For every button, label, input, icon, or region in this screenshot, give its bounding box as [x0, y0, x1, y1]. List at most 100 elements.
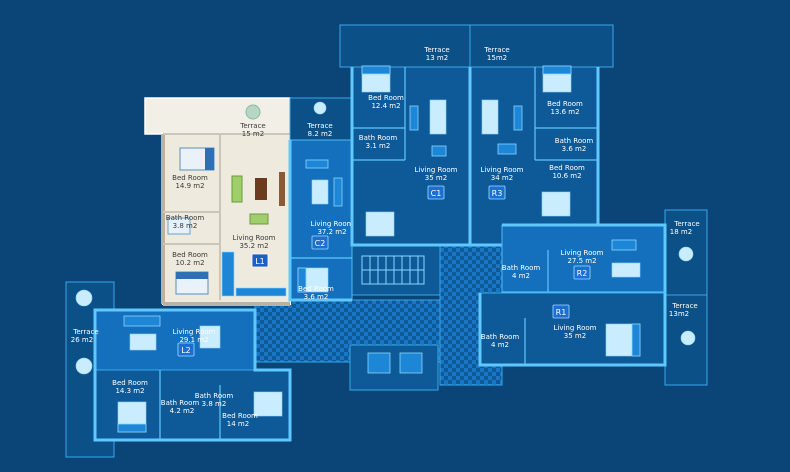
sofa-icon — [305, 159, 343, 207]
unit-badge-l1[interactable]: L1 — [251, 253, 269, 268]
room-name: Bed Room — [172, 251, 208, 259]
room-area: 4 m2 — [491, 341, 509, 349]
room-area: 18 m2 — [670, 228, 692, 236]
room-area: 15m2 — [487, 54, 507, 62]
room-area: 34 m2 — [491, 174, 513, 182]
room-area: 14 m2 — [227, 420, 249, 428]
room-area: 12.4 m2 — [371, 102, 400, 110]
room-name: Living Room — [561, 249, 604, 257]
room-area: 15 m2 — [242, 130, 264, 138]
room-name: Living Room — [173, 328, 216, 336]
room-area: 4.2 m2 — [170, 407, 195, 415]
room-area: 35.2 m2 — [239, 242, 268, 250]
room-name: Terrace — [72, 328, 98, 336]
room-name: Terrace — [483, 46, 509, 54]
room-name: Bath Room — [481, 333, 520, 341]
bed-icon — [179, 147, 215, 171]
kitchen-icon — [221, 251, 287, 297]
room-name: Bed Room — [112, 379, 148, 387]
unit-c1[interactable]: Terrace 13 m2 Bed Room 12.4 m2 Bath Room… — [339, 24, 472, 247]
room-area: 35 m2 — [564, 332, 586, 340]
room-name: Living Room — [554, 324, 597, 332]
sofa-icon — [481, 99, 523, 155]
unit-r3[interactable]: Terrace 15m2 Bed Room 13.6 m2 Bath Room … — [468, 24, 614, 247]
unit-l1[interactable]: Terrace 15 m2 Bed Room 14.9 m2 Bath Room… — [144, 97, 291, 306]
room-area: 13 m2 — [426, 54, 448, 62]
svg-text:C2: C2 — [315, 239, 326, 248]
unit-badge-c1[interactable]: C1 — [427, 185, 445, 200]
bed-icon — [365, 211, 395, 237]
plant-icon — [75, 289, 93, 375]
room-area: 4 m2 — [512, 272, 530, 280]
room-name: Living Room — [233, 234, 276, 242]
room-area: 10.6 m2 — [552, 172, 581, 180]
room-area: 13.6 m2 — [550, 108, 579, 116]
room-name: Bed Room — [298, 285, 334, 293]
svg-text:R2: R2 — [577, 269, 588, 278]
room-name: Bed Room — [549, 164, 585, 172]
bed-icon — [175, 271, 209, 295]
bed-icon — [297, 267, 329, 293]
room-name: Terrace — [671, 302, 697, 310]
plant-icon — [680, 330, 696, 346]
room-name: Terrace — [306, 122, 332, 130]
room-name: Bath Room — [502, 264, 541, 272]
room-name: Bath Room — [166, 214, 205, 222]
room-name: Terrace — [673, 220, 699, 228]
svg-text:L2: L2 — [181, 346, 191, 355]
room-name: Living Room — [415, 166, 458, 174]
room-area: 8.2 m2 — [308, 130, 333, 138]
sofa-icon — [123, 315, 221, 351]
svg-text:C1: C1 — [431, 189, 442, 198]
room-name: Bed Room — [368, 94, 404, 102]
unit-l2[interactable]: Terrace 26 m2 Living Room 29.1 m2 Bed Ro… — [65, 281, 292, 458]
room-name: Terrace — [423, 46, 449, 54]
room-name: Bed Room — [547, 100, 583, 108]
bathtub-icon — [167, 217, 191, 235]
room-area: 35 m2 — [425, 174, 447, 182]
room-area: 13m2 — [669, 310, 689, 318]
room-name: Living Room — [481, 166, 524, 174]
room-name: Terrace — [239, 122, 265, 130]
bed-icon — [117, 391, 283, 433]
unit-badge-r3[interactable]: R3 — [488, 185, 506, 200]
room-area: 27.5 m2 — [567, 257, 596, 265]
unit-r1[interactable]: Terrace 13m2 Living Room 35 m2 Bath Room… — [478, 292, 708, 386]
elevator-block — [349, 344, 439, 391]
sofa-icon — [231, 172, 285, 225]
room-area: 3.8 m2 — [173, 222, 198, 230]
room-area: 29.1 m2 — [179, 336, 208, 344]
unit-badge-l2[interactable]: L2 — [177, 342, 195, 357]
elevator-icon — [367, 352, 423, 374]
room-name: Living Room — [311, 220, 354, 228]
room-name: Bed Room — [222, 412, 258, 420]
plant-icon — [678, 246, 694, 262]
room-name: Bath Room — [555, 137, 594, 145]
room-name: Bed Room — [172, 174, 208, 182]
room-area: 3.8 m2 — [202, 400, 227, 408]
unit-badge-c2[interactable]: C2 — [311, 235, 329, 250]
room-name: Bath Room — [195, 392, 234, 400]
svg-text:L1: L1 — [255, 257, 265, 266]
sofa-icon — [611, 239, 641, 278]
room-area: 26 m2 — [71, 336, 93, 344]
room-area: 3.6 m2 — [304, 293, 329, 301]
room-area: 3.1 m2 — [366, 142, 391, 150]
plant-icon — [245, 104, 261, 120]
bed-icon — [542, 65, 572, 93]
room-name: Bath Room — [161, 399, 200, 407]
room-area: 3.6 m2 — [562, 145, 587, 153]
plant-icon — [313, 101, 327, 115]
svg-text:R3: R3 — [492, 189, 503, 198]
room-area: 14.3 m2 — [115, 387, 144, 395]
unit-badge-r1[interactable]: R1 — [552, 304, 570, 319]
staircase-icon — [361, 255, 425, 285]
room-area: 10.2 m2 — [175, 259, 204, 267]
room-area: 37.2 m2 — [317, 228, 346, 236]
unit-c2[interactable]: Terrace 8.2 m2 Living Room 37.2 m2 Bed R… — [288, 97, 354, 302]
unit-badge-r2[interactable]: R2 — [573, 265, 591, 280]
bed-icon — [605, 323, 641, 357]
room-name: Bath Room — [359, 134, 398, 142]
sofa-icon — [409, 99, 447, 157]
